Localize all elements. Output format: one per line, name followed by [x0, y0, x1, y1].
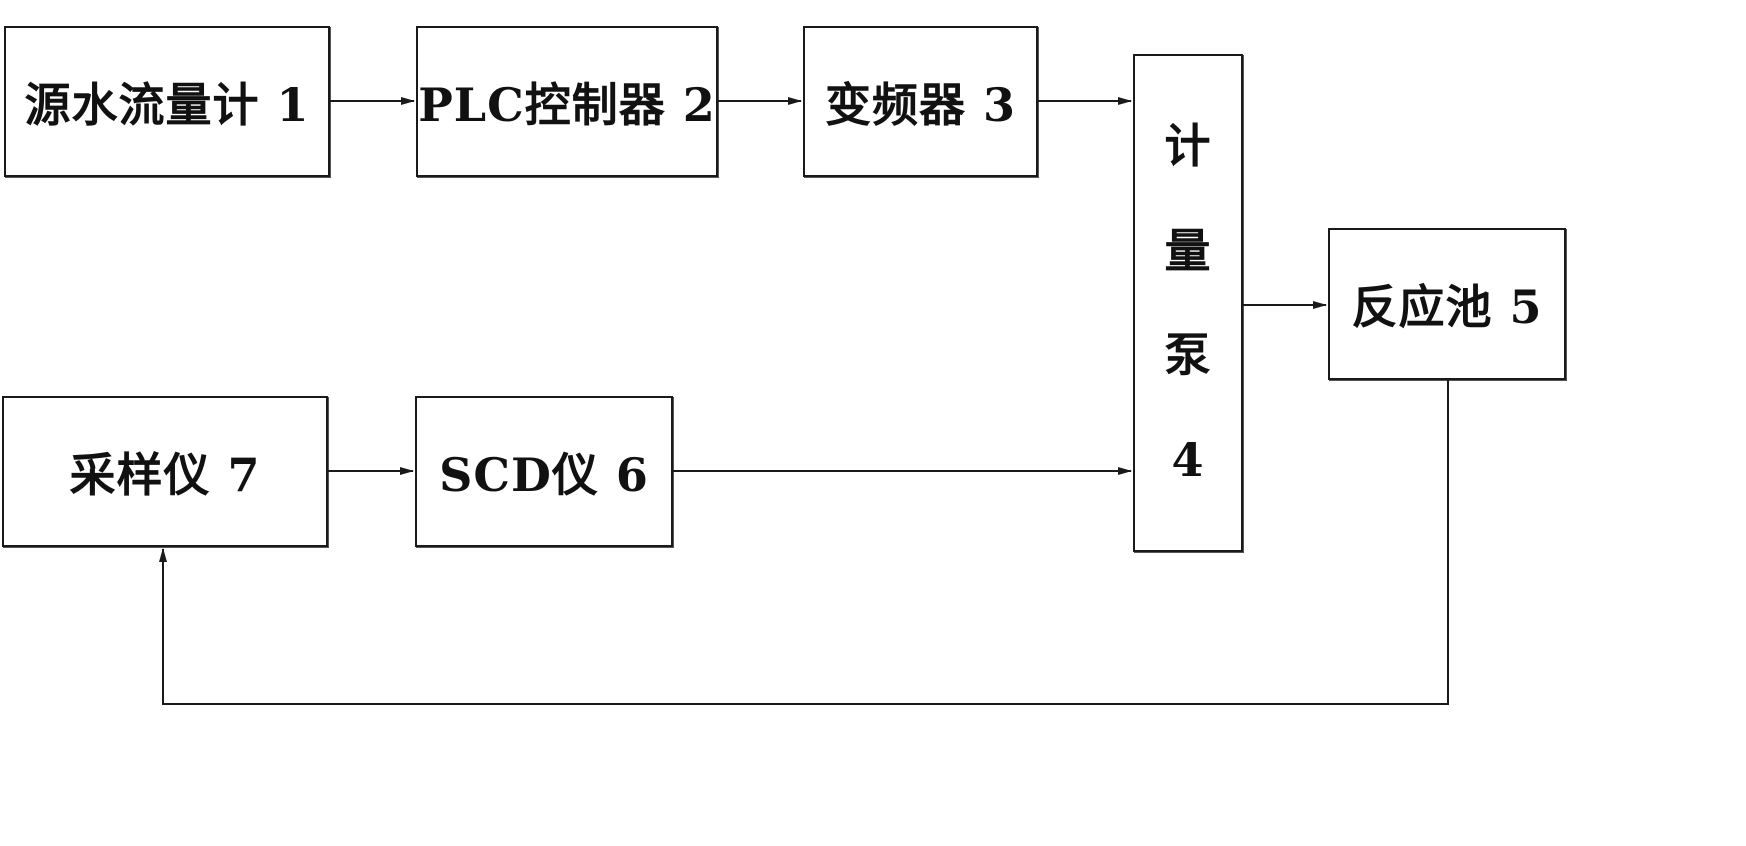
reaction-tank-node: 反应池 5	[1328, 228, 1566, 380]
sampler-label: 采样仪 7	[69, 447, 261, 502]
scd-meter-node: SCD仪 6	[415, 396, 673, 547]
flowmeter-node: 源水流量计 1	[4, 26, 330, 177]
sampler-node: 采样仪 7	[2, 396, 328, 547]
plc-controller-label: PLC控制器 2	[418, 77, 716, 132]
plc-controller-node: PLC控制器 2	[416, 26, 718, 177]
inverter-node: 变频器 3	[803, 26, 1038, 177]
metering-pump-char-4: 4	[1171, 433, 1205, 488]
scd-meter-label: SCD仪 6	[439, 447, 649, 502]
metering-pump-char-1: 计	[1164, 118, 1212, 173]
flowmeter-label: 源水流量计 1	[24, 77, 310, 132]
reaction-tank-label: 反应池 5	[1351, 280, 1543, 334]
metering-pump-char-3: 泵	[1164, 328, 1212, 383]
metering-pump-char-2: 量	[1164, 223, 1212, 278]
arrow-reactor-to-sampler	[159, 380, 1449, 705]
metering-pump-node: 计 量 泵 4	[1133, 54, 1243, 552]
inverter-label: 变频器 3	[824, 77, 1017, 132]
